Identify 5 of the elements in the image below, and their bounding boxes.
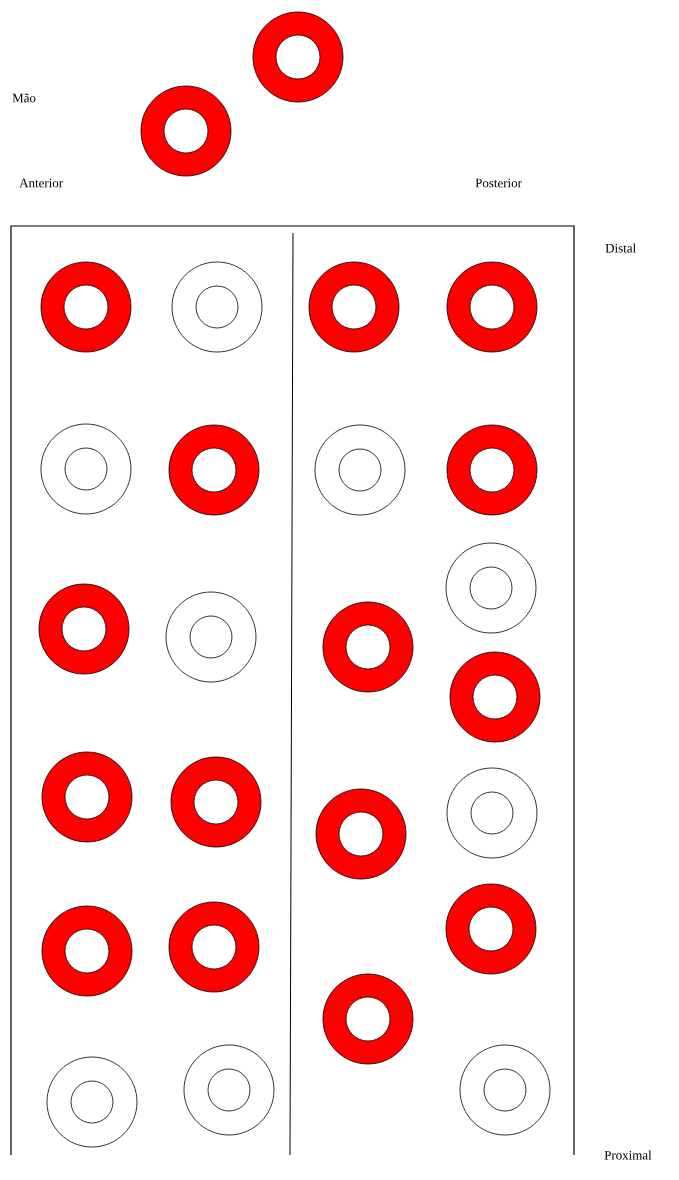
- label: Distal: [605, 243, 636, 253]
- label: Posterior: [475, 178, 522, 188]
- label: Mão: [12, 93, 36, 103]
- label: Proximal: [604, 1150, 652, 1160]
- label: Anterior: [19, 178, 63, 188]
